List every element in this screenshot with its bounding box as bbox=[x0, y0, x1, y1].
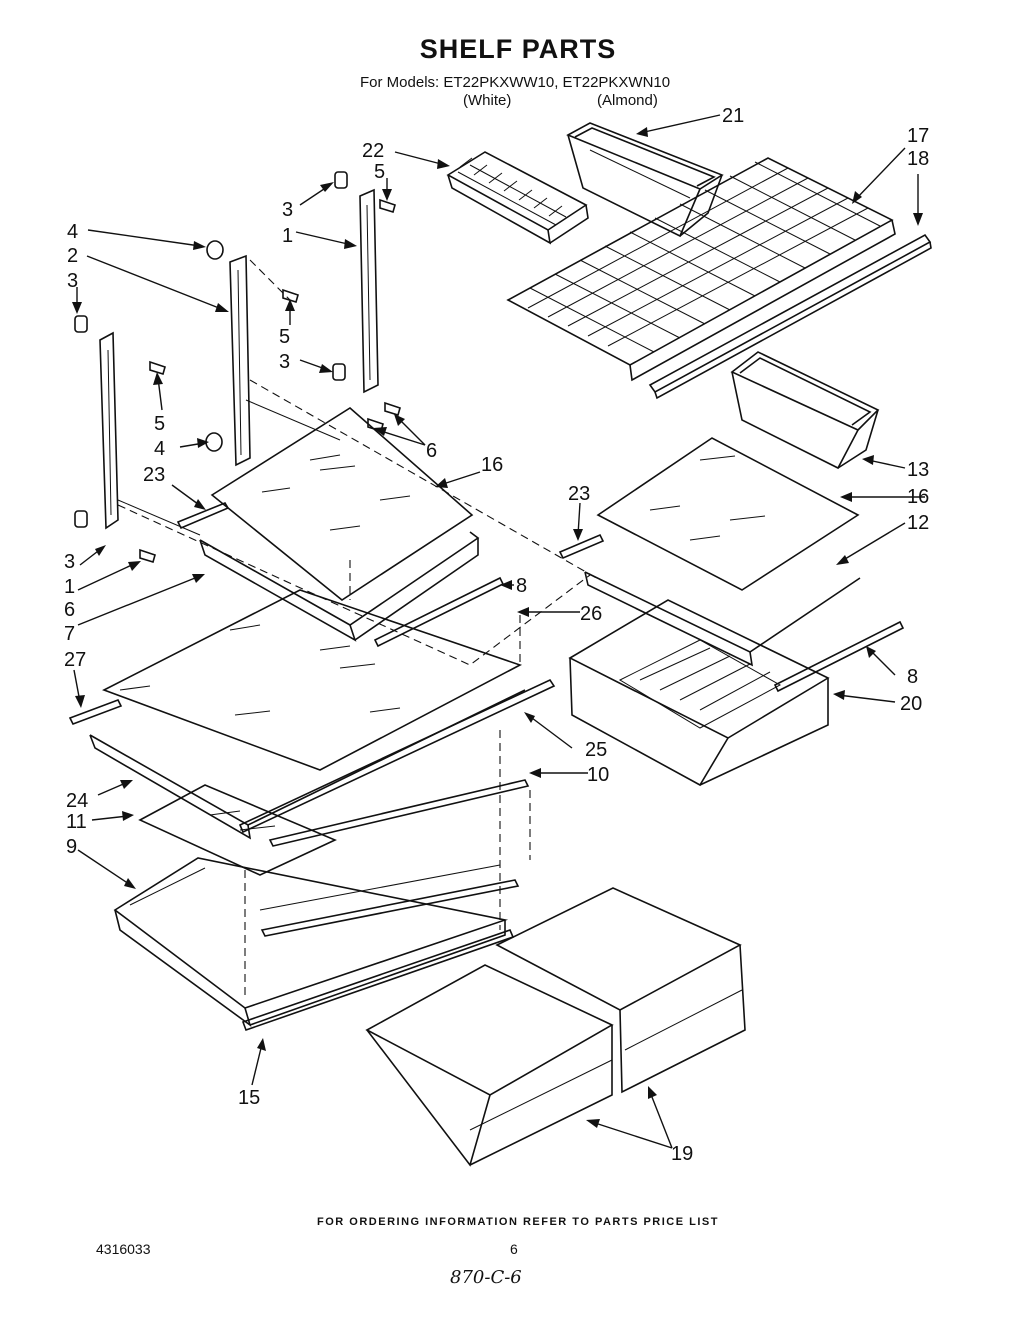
meat-drawer-drawing bbox=[568, 599, 830, 787]
right-shelf-drawing bbox=[558, 437, 905, 693]
callout-labels: 22 21 17 18 5 3 1 4 2 3 5 3 5 4 6 16 23 … bbox=[64, 105, 929, 1165]
ice-tray-drawing bbox=[446, 151, 589, 245]
upper-left-shelf-drawing bbox=[176, 407, 505, 648]
callout-17: 17 bbox=[907, 125, 929, 147]
callout-20: 20 bbox=[900, 693, 922, 715]
callout-25: 25 bbox=[585, 739, 607, 761]
callout-1b: 1 bbox=[64, 576, 75, 598]
callout-3d: 3 bbox=[64, 551, 75, 573]
callout-23b: 23 bbox=[568, 483, 590, 505]
callout-3c: 3 bbox=[279, 351, 290, 373]
callout-8a: 8 bbox=[516, 575, 527, 597]
callout-12: 12 bbox=[907, 512, 929, 534]
callout-10: 10 bbox=[587, 764, 609, 786]
color-white-label: (White) bbox=[463, 92, 512, 109]
callout-24: 24 bbox=[66, 790, 88, 812]
callout-5c: 5 bbox=[154, 413, 165, 435]
door-bin-lower-drawing bbox=[730, 351, 880, 470]
callout-4a: 4 bbox=[67, 221, 78, 243]
callout-16b: 16 bbox=[907, 486, 929, 508]
page-title: SHELF PARTS bbox=[419, 34, 617, 64]
callout-5a: 5 bbox=[374, 161, 385, 183]
door-bin-top-drawing bbox=[566, 122, 724, 238]
callout-6b: 6 bbox=[64, 599, 75, 621]
callout-26: 26 bbox=[580, 603, 602, 625]
callout-3a: 3 bbox=[282, 199, 293, 221]
callout-9: 9 bbox=[66, 836, 77, 858]
middle-shelf-drawing bbox=[68, 589, 556, 847]
callout-18: 18 bbox=[907, 148, 929, 170]
callout-16a: 16 bbox=[481, 454, 503, 476]
page-number: 6 bbox=[510, 1241, 518, 1257]
callout-2: 2 bbox=[67, 245, 78, 267]
callout-6a: 6 bbox=[426, 440, 437, 462]
leader-lines bbox=[72, 114, 925, 1149]
color-almond-label: (Almond) bbox=[597, 92, 658, 109]
alignment-lines bbox=[117, 259, 601, 1000]
model-numbers: For Models: ET22PKXWW10, ET22PKXWN10 bbox=[360, 74, 671, 91]
callout-4b: 4 bbox=[154, 438, 165, 460]
crisper-cover-drawing bbox=[113, 784, 520, 1032]
hardware-drawing bbox=[74, 171, 401, 564]
callout-15: 15 bbox=[238, 1087, 260, 1109]
callout-1a: 1 bbox=[282, 225, 293, 247]
callout-13: 13 bbox=[907, 459, 929, 481]
callout-27: 27 bbox=[64, 649, 86, 671]
callout-21: 21 bbox=[722, 105, 744, 127]
callout-22: 22 bbox=[362, 140, 384, 162]
callout-8b: 8 bbox=[907, 666, 918, 688]
callout-7: 7 bbox=[64, 623, 75, 645]
callout-19: 19 bbox=[671, 1143, 693, 1165]
callout-3b: 3 bbox=[67, 270, 78, 292]
ordering-note: FOR ORDERING INFORMATION REFER TO PARTS … bbox=[317, 1216, 719, 1228]
callout-5b: 5 bbox=[279, 326, 290, 348]
handwritten-note: 870-C-6 bbox=[450, 1267, 522, 1288]
callout-23a: 23 bbox=[143, 464, 165, 486]
document-number: 4316033 bbox=[96, 1241, 151, 1257]
shelf-ladders-drawing bbox=[99, 188, 379, 536]
crisper-drawers-drawing bbox=[365, 887, 746, 1167]
wire-shelf-drawing bbox=[506, 157, 932, 400]
callout-11: 11 bbox=[66, 811, 87, 833]
